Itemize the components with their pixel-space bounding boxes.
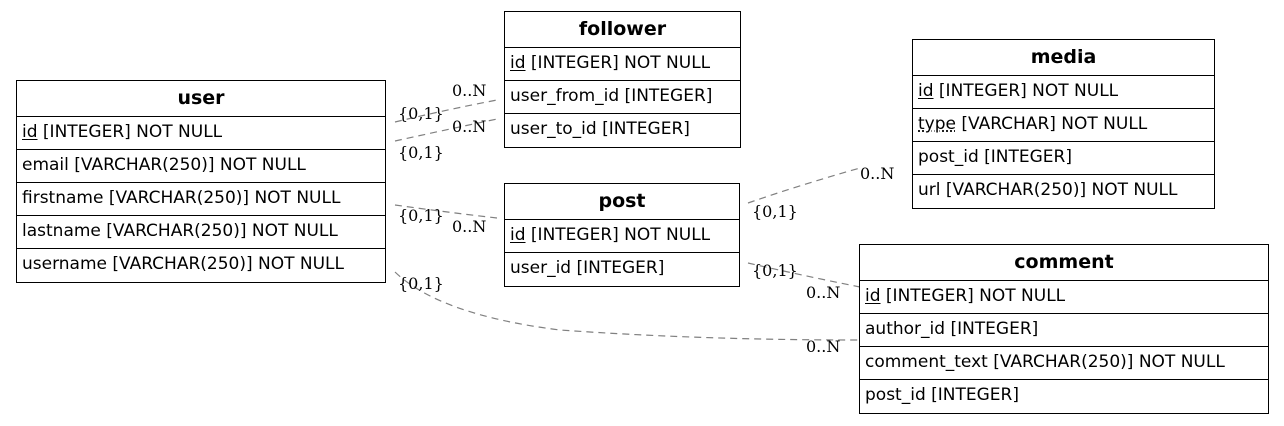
entity-post[interactable]: post id [INTEGER] NOT NULL user_id [INTE… [504, 183, 740, 287]
entity-title: media [913, 40, 1214, 76]
card-user-post-src: {0,1} [398, 206, 444, 225]
column-email[interactable]: email [VARCHAR(250)] NOT NULL [17, 150, 385, 183]
column-id[interactable]: id [INTEGER] NOT NULL [860, 281, 1268, 314]
card-post-comment-dst: 0..N [806, 283, 840, 302]
entity-comment[interactable]: comment id [INTEGER] NOT NULL author_id … [859, 244, 1269, 414]
card-user-follower-from-src: {0,1} [398, 104, 444, 123]
edge-user-follower-to [394, 118, 498, 142]
primary-key: id [510, 225, 526, 245]
column-url[interactable]: url [VARCHAR(250)] NOT NULL [918, 180, 1178, 200]
card-user-comment-src: {0,1} [398, 274, 444, 293]
entity-title: comment [860, 245, 1268, 281]
column-id[interactable]: id [INTEGER] NOT NULL [505, 48, 740, 81]
column-id[interactable]: id [INTEGER] NOT NULL [17, 117, 385, 150]
edge-user-comment [394, 271, 859, 341]
primary-key: id [918, 81, 934, 101]
card-user-follower-to-src: {0,1} [398, 143, 444, 162]
edge-user-follower-from [394, 99, 498, 123]
card-post-media-src: {0,1} [752, 202, 798, 221]
entity-media[interactable]: media id [INTEGER] NOT NULL type [VARCHA… [912, 39, 1215, 209]
primary-key: type [918, 114, 956, 134]
edge-user-post [394, 204, 498, 219]
column-comment-text[interactable]: comment_text [VARCHAR(250)] NOT NULL [860, 347, 1268, 380]
card-post-comment-src: {0,1} [752, 261, 798, 280]
column-id[interactable]: id [INTEGER] NOT NULL [505, 220, 739, 253]
primary-key: id [510, 53, 526, 73]
edge-post-media [747, 167, 861, 204]
column-type[interactable]: type [VARCHAR] NOT NULL [913, 109, 1214, 142]
card-user-comment-dst: 0..N [806, 337, 840, 356]
column-user-from-id[interactable]: user_from_id [INTEGER] [505, 81, 740, 114]
column-firstname[interactable]: firstname [VARCHAR(250)] NOT NULL [17, 183, 385, 216]
column-post-id[interactable]: post_id [INTEGER] [913, 142, 1214, 175]
column-lastname[interactable]: lastname [VARCHAR(250)] NOT NULL [17, 216, 385, 249]
column-author-id[interactable]: author_id [INTEGER] [860, 314, 1268, 347]
entity-title: user [17, 81, 385, 117]
entity-follower[interactable]: follower id [INTEGER] NOT NULL user_from… [504, 11, 741, 148]
card-user-follower-from-dst: 0..N [452, 81, 486, 100]
column-post-id[interactable]: post_id [INTEGER] [865, 385, 1019, 405]
edge-post-comment [747, 262, 861, 288]
entity-title: follower [505, 12, 740, 48]
card-user-post-dst: 0..N [452, 217, 486, 236]
column-user-id[interactable]: user_id [INTEGER] [510, 258, 665, 278]
card-post-media-dst: 0..N [860, 164, 894, 183]
entity-user[interactable]: user id [INTEGER] NOT NULL email [VARCHA… [16, 80, 386, 283]
card-user-follower-to-dst: 0..N [452, 117, 486, 136]
column-id[interactable]: id [INTEGER] NOT NULL [913, 76, 1214, 109]
entity-title: post [505, 184, 739, 220]
column-user-to-id[interactable]: user_to_id [INTEGER] [510, 119, 690, 139]
column-username[interactable]: username [VARCHAR(250)] NOT NULL [22, 254, 344, 274]
primary-key: id [865, 286, 881, 306]
primary-key: id [22, 122, 38, 142]
